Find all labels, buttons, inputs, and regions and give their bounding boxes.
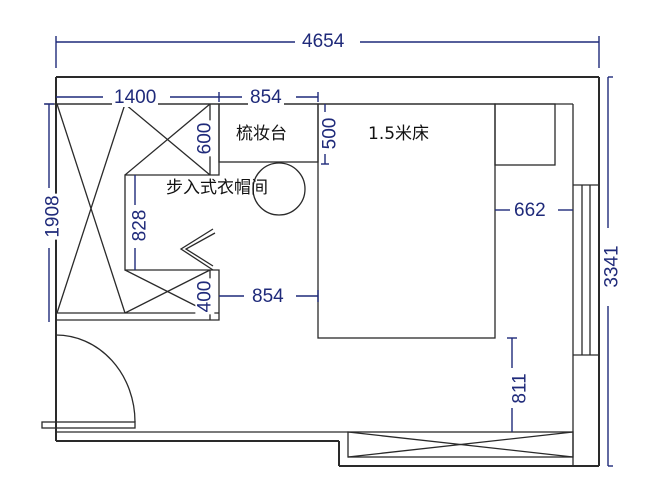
bed (317, 103, 496, 339)
internal-dimensions (44, 92, 573, 432)
dim-closet-lower-depth: 400 (194, 278, 216, 315)
bottom-cabinet (347, 431, 574, 458)
door (41, 334, 136, 429)
bed-label: 1.5米床 (368, 124, 430, 144)
dim-bed-to-bottom-cabinet: 811 (509, 371, 531, 406)
dim-overall-height: 3341 (601, 243, 623, 290)
dim-overall-width: 4654 (300, 31, 347, 52)
dim-closet-upper-depth: 600 (194, 120, 216, 157)
dim-closet-width: 1400 (112, 87, 159, 108)
overall-width-dimension (55, 36, 600, 68)
dim-closet-height: 1908 (42, 193, 64, 240)
dim-bed-to-closet: 854 (250, 286, 286, 307)
walk-in-closet (56, 103, 306, 321)
window (572, 185, 591, 355)
dim-vanity-width: 854 (248, 87, 284, 108)
vanity-label: 梳妆台 (236, 124, 287, 144)
nightstand (494, 103, 556, 166)
overall-height-dimension (607, 76, 613, 467)
dim-closet-passage: 828 (129, 207, 151, 244)
dim-vanity-depth: 500 (319, 115, 341, 152)
dim-bed-to-window: 662 (512, 200, 548, 221)
walkin-closet-label: 步入式衣帽间 (166, 178, 268, 198)
